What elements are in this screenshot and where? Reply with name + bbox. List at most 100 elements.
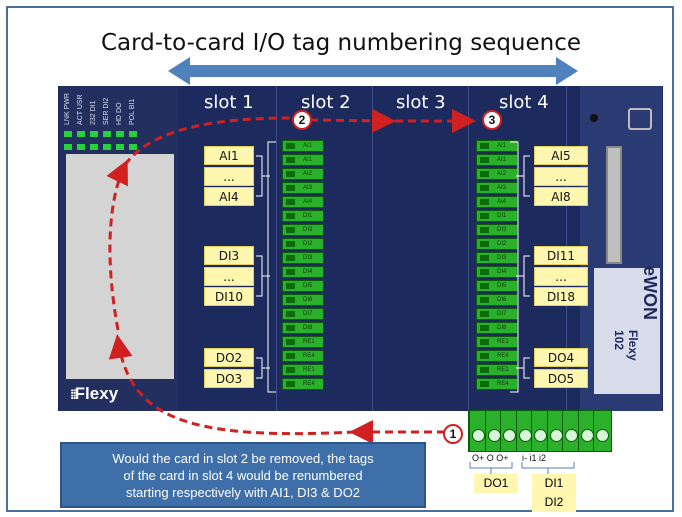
slot2-terminal: DI1 <box>282 210 324 222</box>
label-slot2-di-last: DI10 <box>204 287 254 306</box>
terminal-divider <box>484 411 486 451</box>
slot4-terminal: DI4 <box>476 266 518 278</box>
bottom-terminal-block <box>468 410 612 452</box>
terminal-divider <box>515 411 517 451</box>
label-slot4-ai-first: AI5 <box>534 146 588 165</box>
ewon-module <box>580 86 662 411</box>
note-line-3: starting respectively with AI1, DI3 & DO… <box>125 485 361 500</box>
label-slot4-ai-last: AI8 <box>534 187 588 206</box>
led <box>77 131 85 137</box>
label-slot4-di-first: DI11 <box>534 246 588 265</box>
slot4-terminal: AI2 <box>476 168 518 180</box>
note-line-1: Would the card in slot 2 be removed, the… <box>112 451 374 466</box>
screw-terminal <box>487 429 501 442</box>
slot2-terminal: AI4 <box>282 196 324 208</box>
slot-label-2: slot 2 <box>301 92 351 113</box>
slot2-terminal: DI3 <box>282 224 324 236</box>
terminal-divider <box>593 411 594 451</box>
led <box>103 131 111 137</box>
marker-1: 1 <box>443 424 463 444</box>
label-slot4-di-dots: ... <box>534 267 588 286</box>
slot2-terminal: RE4 <box>282 350 324 362</box>
sd-slot <box>606 146 622 264</box>
terminal-divider <box>562 411 563 451</box>
slot2-terminal: DI3 <box>282 252 324 264</box>
terminal-divider <box>577 411 579 451</box>
terminal-divider <box>531 411 532 451</box>
ewon-plate <box>594 268 660 394</box>
slot-divider <box>468 86 469 411</box>
slot4-terminal: DI3 <box>476 252 518 264</box>
led <box>116 131 124 137</box>
slot2-terminal: DI7 <box>282 308 324 320</box>
screw-terminal <box>580 429 594 442</box>
label-slot4-di-last: DI18 <box>534 287 588 306</box>
bottom-terminal-text-right: i- i1 i2 <box>522 453 547 463</box>
frame-border <box>6 6 674 512</box>
note-box: Would the card in slot 2 be removed, the… <box>60 442 426 508</box>
label-slot2-ai-first: AI1 <box>204 146 254 165</box>
slot2-terminal: AI1 <box>282 154 324 166</box>
slot-divider <box>276 86 277 411</box>
led <box>64 131 72 137</box>
led <box>103 144 111 150</box>
slot-divider <box>372 86 373 411</box>
slot4-terminal: DI6 <box>476 294 518 306</box>
slot-label-3: slot 3 <box>396 92 446 113</box>
status-led <box>590 114 598 122</box>
brand-logo: ⁞⁞Flexy <box>70 384 119 403</box>
label-di2: DI2 <box>532 493 576 512</box>
terminal-divider <box>500 411 501 451</box>
slot2-terminal: DI6 <box>282 294 324 306</box>
led <box>129 144 137 150</box>
screw-terminal <box>472 429 485 442</box>
slot2-terminal: DI4 <box>282 266 324 278</box>
led <box>64 144 72 150</box>
note-line-2: of the card in slot 4 would be renumbere… <box>123 468 363 483</box>
screw-terminal <box>565 429 578 442</box>
slot2-terminal: RE4 <box>282 378 324 390</box>
label-do1: DO1 <box>474 474 518 493</box>
label-di1: DI1 <box>532 474 576 493</box>
diagram-title: Card-to-card I/O tag numbering sequence <box>100 30 582 56</box>
screw-terminal <box>596 429 609 442</box>
screw-terminal <box>503 429 516 442</box>
led <box>90 131 98 137</box>
slot2-terminal: AI3 <box>282 182 324 194</box>
slot2-terminal: RE1 <box>282 336 324 348</box>
sequence-arrow <box>168 57 578 85</box>
led <box>116 144 124 150</box>
label-slot2-ai-last: AI4 <box>204 187 254 206</box>
slot2-terminal: AI2 <box>282 168 324 180</box>
slot4-terminal: AI3 <box>476 182 518 194</box>
label-slot2-do-first: DO2 <box>204 348 254 367</box>
bottom-terminal-text-left: O+ O O+ <box>472 453 509 463</box>
slot2-terminal: DI2 <box>282 238 324 250</box>
usb-port <box>628 108 652 130</box>
bottom-brackets <box>469 462 575 474</box>
label-slot2-di-first: DI3 <box>204 246 254 265</box>
slot-label-4: slot 4 <box>499 92 549 113</box>
slot4-terminal: DI2 <box>476 238 518 250</box>
terminal-divider <box>469 411 470 451</box>
slot2-terminal: RE1 <box>282 364 324 376</box>
label-slot4-do-last: DO5 <box>534 369 588 388</box>
screw-terminal <box>534 429 547 442</box>
label-slot2-do-last: DO3 <box>204 369 254 388</box>
screw-terminal <box>518 429 532 442</box>
marker-2: 2 <box>292 110 312 130</box>
led <box>77 144 85 150</box>
label-slot2-ai-dots: ... <box>204 167 254 186</box>
slot-label-1: slot 1 <box>204 92 254 113</box>
slot4-terminal: RE4 <box>476 378 518 390</box>
label-slot4-do-first: DO4 <box>534 348 588 367</box>
slot4-terminal: DI7 <box>476 308 518 320</box>
slot4-terminal: DI3 <box>476 224 518 236</box>
led <box>90 144 98 150</box>
slot4-terminal: AI1 <box>476 154 518 166</box>
led <box>129 131 137 137</box>
screw-terminal <box>549 429 563 442</box>
terminal-divider <box>546 411 548 451</box>
